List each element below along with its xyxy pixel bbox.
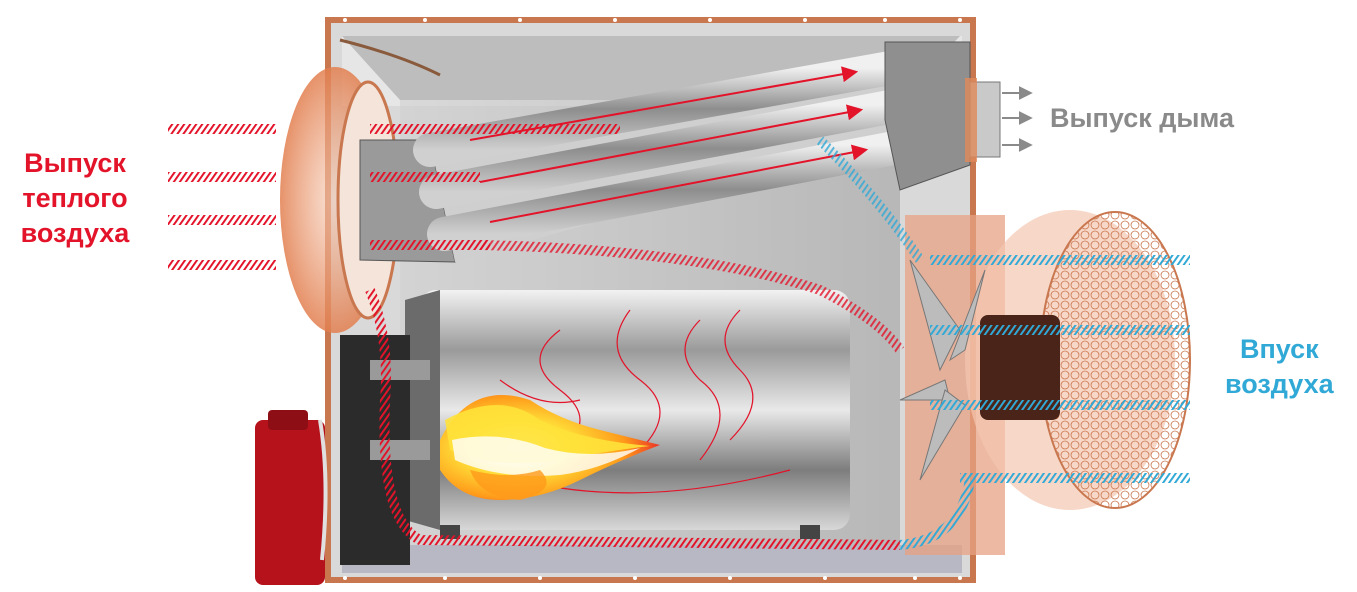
smoke-arrows <box>1002 93 1030 145</box>
burner-unit <box>255 335 430 585</box>
warm-air-outlet-label-line-2: теплого <box>0 181 150 216</box>
warm-air-outlet-label-line-1: Выпуск <box>0 146 150 181</box>
air-intake-label-line-1: Впуск <box>1225 332 1334 367</box>
smoke-outlet-label-text: Выпуск дыма <box>1050 101 1234 136</box>
air-intake-label: Впуск воздуха <box>1225 332 1334 402</box>
warm-air-outlet-label-line-3: воздуха <box>0 216 150 251</box>
air-intake-label-line-2: воздуха <box>1225 367 1334 402</box>
warm-air-outlet-label: Выпуск теплого воздуха <box>0 146 150 251</box>
smoke-outlet-label: Выпуск дыма <box>1050 101 1234 136</box>
